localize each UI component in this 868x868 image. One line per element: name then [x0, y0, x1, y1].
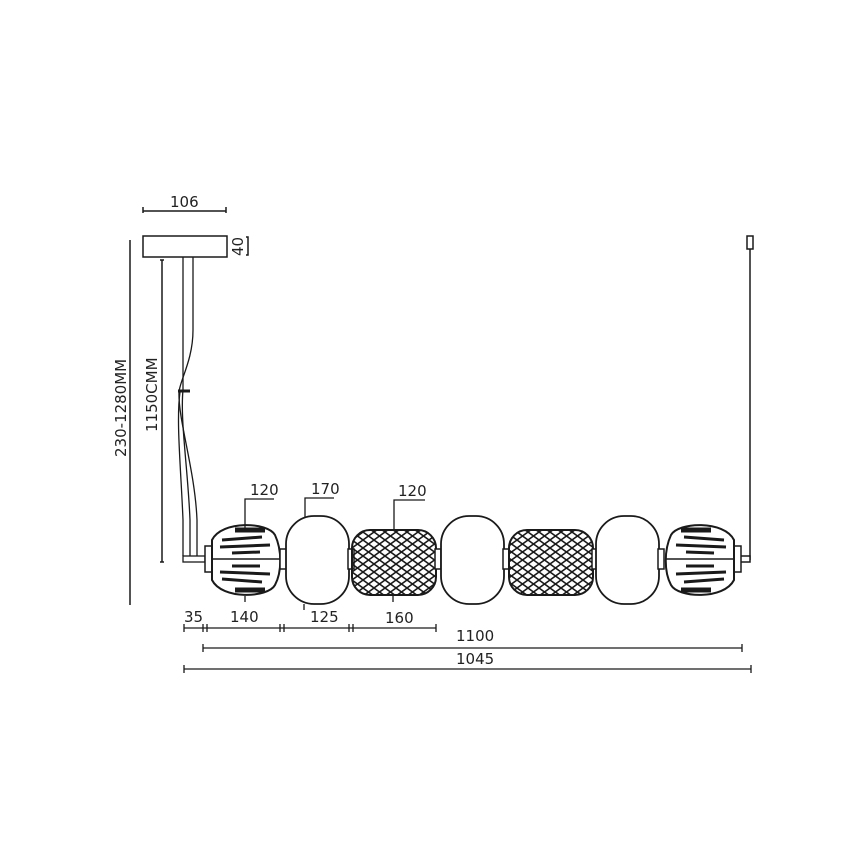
- canopy-height-label: 40: [229, 237, 247, 256]
- canopy-width-dimension: [142, 207, 227, 213]
- suspension-cables-left: [177, 257, 206, 563]
- suspension-cable-right: [733, 235, 754, 573]
- globe-3: [595, 515, 660, 605]
- canopy: [142, 235, 228, 258]
- mesh-shade-2: [508, 529, 594, 596]
- canopy-width-label: 106: [170, 193, 199, 211]
- mesh-length-label: 160: [385, 609, 414, 627]
- total-height-label: 230-1280MM: [112, 359, 130, 457]
- body-length-dimension: [183, 665, 752, 673]
- globe-width-label: 125: [310, 608, 339, 626]
- globe-height-label: 170: [311, 480, 340, 498]
- ribbed-shade-right: [664, 524, 735, 596]
- globe-1: [285, 515, 350, 605]
- segment-dimensions: [183, 624, 437, 632]
- cable-length-label: 1150CMM: [143, 357, 161, 432]
- body-length-label: 1045: [456, 650, 494, 668]
- ribbed-diameter-label: 120: [250, 481, 279, 499]
- canopy-height-dimension: [246, 236, 249, 256]
- mesh-shade-1: [351, 529, 437, 596]
- ribbed-shade-left: [211, 524, 282, 596]
- overall-length-label: 1100: [456, 627, 494, 645]
- end-offset-label: 35: [184, 608, 203, 626]
- overall-length-dimension: [202, 644, 743, 652]
- leader-lines: [244, 497, 425, 610]
- mesh-diameter-label: 120: [398, 482, 427, 500]
- ribbed-length-label: 140: [230, 608, 259, 626]
- globe-2: [440, 515, 505, 605]
- cable-length-dimension: [160, 259, 164, 563]
